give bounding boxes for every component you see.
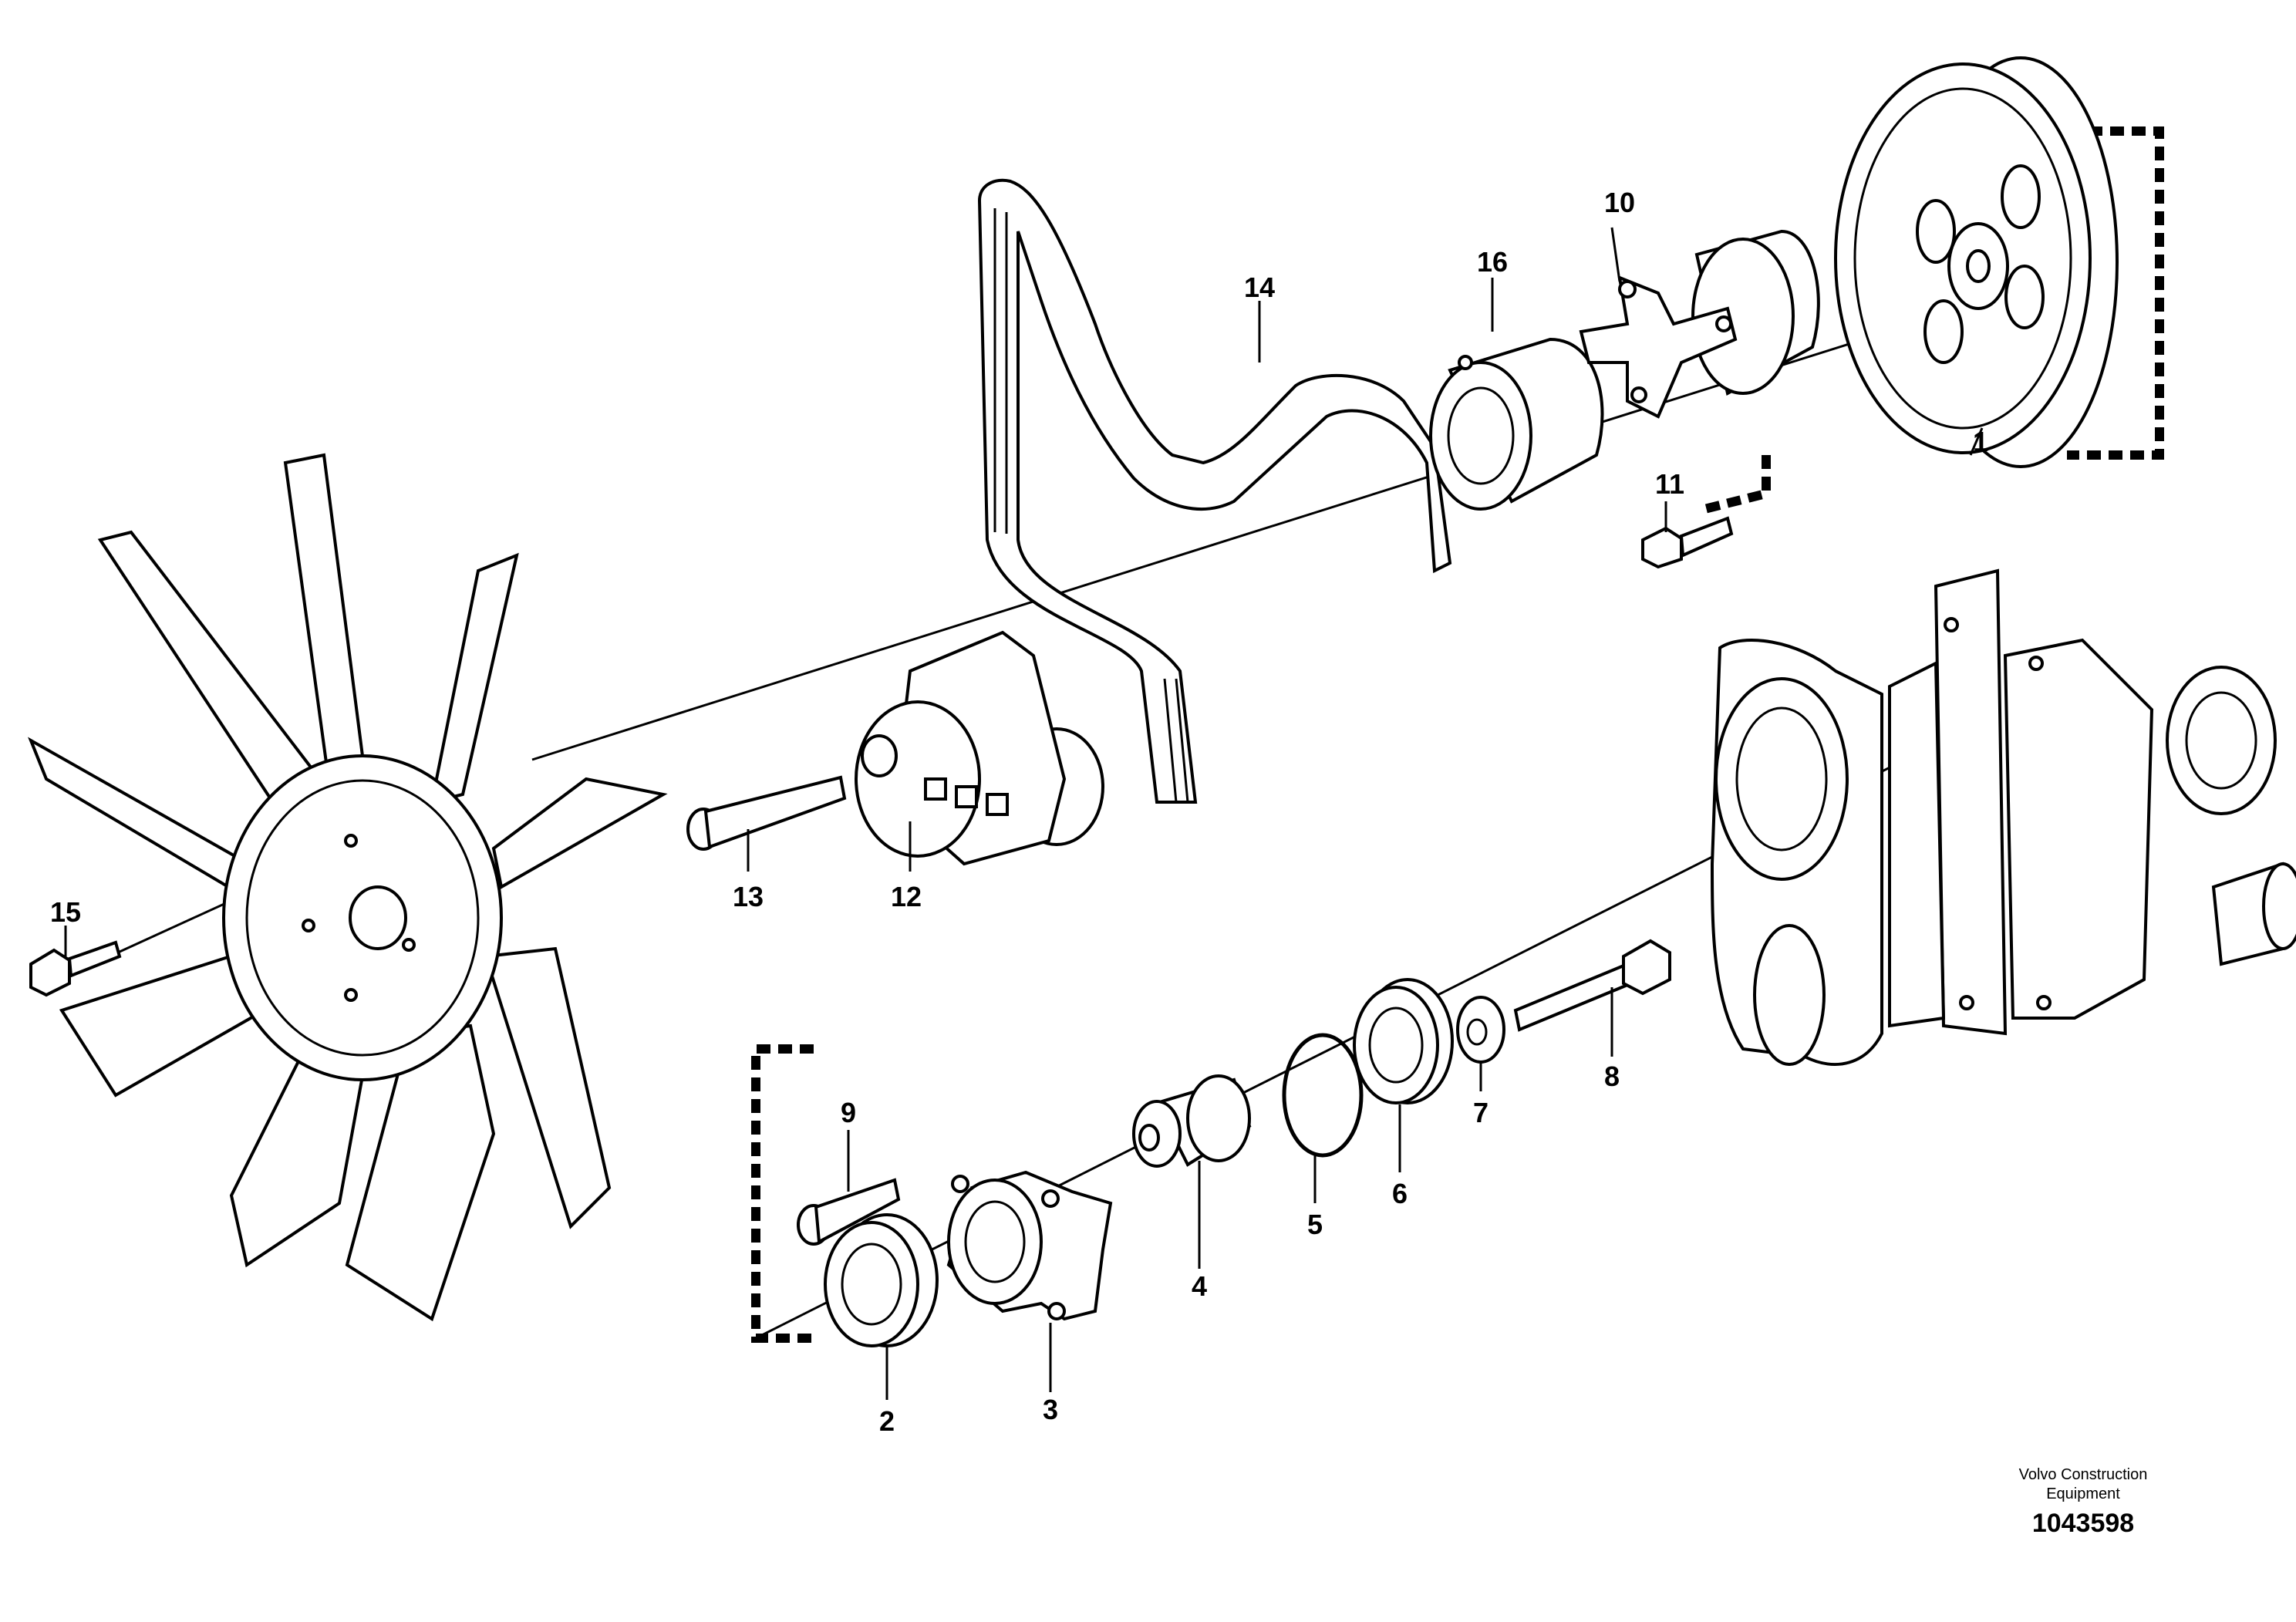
callout-6: 6 xyxy=(1392,1178,1408,1209)
callout-13: 13 xyxy=(733,881,764,912)
callout-8: 8 xyxy=(1604,1061,1620,1092)
bearing-6 xyxy=(1353,978,1454,1104)
credit-line-1: Volvo Construction xyxy=(2018,1466,2148,1483)
bolt-11 xyxy=(1641,516,1734,569)
callout-10: 10 xyxy=(1604,187,1635,218)
bolt-9 xyxy=(797,1178,901,1246)
bolt-8 xyxy=(1513,939,1671,1032)
callout-11: 11 xyxy=(1655,468,1684,500)
publisher-credit: Volvo Construction Equipment 1043598 xyxy=(1960,1465,2207,1539)
washer-7 xyxy=(1456,996,1505,1064)
callout-2: 2 xyxy=(879,1405,895,1437)
credit-line-2: Equipment xyxy=(2046,1485,2120,1502)
hub-10 xyxy=(1579,229,1820,419)
leader-lines xyxy=(64,227,1984,1400)
shaft-4 xyxy=(1132,1074,1252,1168)
callout-labels: 1 2 3 4 5 6 7 8 9 10 11 12 13 14 15 16 xyxy=(50,187,1988,1437)
pump-housing xyxy=(1710,568,2296,1066)
callout-12: 12 xyxy=(891,881,922,912)
callout-16: 16 xyxy=(1477,246,1508,278)
drive-belt-14 xyxy=(977,178,1452,804)
belt-tensioner-12 xyxy=(855,630,1104,866)
bolt-15 xyxy=(29,940,122,997)
callout-1: 1 xyxy=(1973,426,1988,457)
callout-7: 7 xyxy=(1473,1097,1489,1128)
pulley-1 xyxy=(1834,56,2119,468)
drawing-number: 1043598 xyxy=(2031,1509,2135,1538)
callout-5: 5 xyxy=(1307,1209,1323,1240)
callout-15: 15 xyxy=(50,896,81,928)
bearing-housing-3 xyxy=(946,1170,1113,1321)
callout-4: 4 xyxy=(1192,1270,1207,1302)
bolt-13 xyxy=(686,775,847,851)
cooling-fan xyxy=(28,453,668,1322)
callout-14: 14 xyxy=(1244,271,1275,303)
callout-9: 9 xyxy=(841,1097,856,1128)
callout-3: 3 xyxy=(1043,1394,1058,1425)
circlip-5 xyxy=(1282,1033,1364,1158)
dashed-bracket-lines xyxy=(751,126,2164,1343)
bearing-2 xyxy=(824,1213,939,1347)
spacer-16 xyxy=(1429,337,1604,511)
